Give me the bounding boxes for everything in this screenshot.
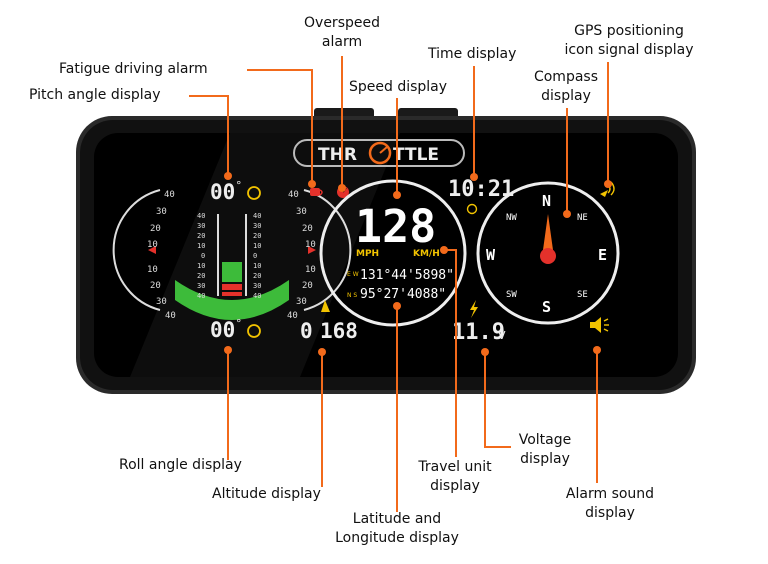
altitude-value: 168	[320, 319, 358, 343]
unit-mph: MPH	[356, 249, 379, 259]
tick-label: 20	[302, 281, 313, 291]
bar-tick: 20	[197, 232, 205, 240]
logo-gauge-icon	[368, 141, 392, 165]
compass-se: SE	[577, 290, 588, 300]
fatigue-cup-icon	[310, 188, 323, 196]
altitude-prefix: 0	[300, 319, 313, 343]
tick-label: 40	[288, 190, 299, 200]
tick-label: 20	[150, 281, 161, 291]
altitude-icon	[321, 300, 330, 312]
bar-tick: 40	[253, 292, 261, 300]
label-fatigue-alarm: Fatigue driving alarm	[59, 61, 208, 77]
bar-tick: 0	[201, 252, 205, 260]
label-time: Time display	[428, 46, 517, 62]
compass-e: E	[598, 246, 607, 264]
callout-dots	[224, 172, 612, 356]
bar-tick: 40	[253, 212, 261, 220]
bar-tick: 40	[197, 292, 205, 300]
brand-text-2: TTLE	[393, 145, 439, 165]
bar-tick: 30	[197, 282, 205, 290]
bar-tick: 10	[197, 242, 205, 250]
longitude-value: 95°27'4088"	[360, 287, 446, 302]
bar-tick: 20	[253, 232, 261, 240]
compass-center	[540, 248, 556, 264]
compass-sw: SW	[506, 290, 517, 300]
tick-label: 40	[164, 190, 175, 200]
compass-nw: NW	[506, 213, 517, 223]
bar-tick: 30	[253, 222, 261, 230]
label-compass: Compass display	[533, 69, 599, 104]
label-pitch-angle: Pitch angle display	[29, 87, 161, 103]
compass-s: S	[542, 298, 551, 316]
bar-tick: 10	[197, 262, 205, 270]
compass-n: N	[542, 192, 551, 210]
compass-ring	[476, 181, 620, 325]
roll-value: 00	[210, 318, 235, 342]
latitude-value: 131°44'5898"	[360, 268, 454, 283]
bar-tick: 30	[253, 282, 261, 290]
roll-indicator-right	[308, 246, 316, 254]
label-alarm-sound: Alarm sound display	[565, 486, 655, 521]
clock-icon	[466, 203, 478, 215]
bar-tick: 40	[197, 212, 205, 220]
callout-line-pitch	[189, 95, 229, 176]
bar-tick: 30	[197, 222, 205, 230]
pitch-bar-scale	[217, 214, 247, 296]
unit-kmh: KM/H	[413, 249, 440, 259]
alarm-sound-icon	[590, 317, 609, 333]
brand-logo	[293, 139, 465, 167]
label-overspeed-alarm: Overspeed alarm	[304, 15, 380, 50]
label-travel-unit: Travel unit display	[418, 459, 492, 494]
bar-tick: 20	[197, 272, 205, 280]
tick-label: 10	[305, 240, 316, 250]
label-lat-lon: Latitude and Longitude display	[335, 511, 459, 546]
inclinometer	[112, 189, 352, 320]
tick-label: 30	[296, 297, 307, 307]
pitch-icon	[247, 186, 261, 200]
tick-label: 40	[287, 311, 298, 321]
label-roll-angle: Roll angle display	[119, 457, 242, 473]
roll-indicator-left	[148, 246, 156, 254]
lat-dir: E W	[347, 271, 359, 278]
voltage-unit: V	[498, 329, 506, 342]
label-voltage: Voltage display	[518, 432, 572, 467]
voltage-value: 11.9	[452, 320, 505, 345]
tick-label: 40	[165, 311, 176, 321]
tick-label: 20	[302, 224, 313, 234]
compass-w: W	[486, 246, 496, 264]
tick-label: 10	[147, 240, 158, 250]
tick-label: 30	[156, 207, 167, 217]
brand-text: THR	[318, 145, 357, 165]
label-gps: GPS positioning icon signal display	[564, 23, 694, 58]
tick-label: 30	[296, 207, 307, 217]
bar-tick: 20	[253, 272, 261, 280]
callout-line-voltage	[484, 352, 511, 448]
compass-needle	[543, 214, 553, 250]
label-speed: Speed display	[349, 79, 448, 95]
degree-symbol: °	[236, 317, 242, 330]
bar-tick: 0	[253, 252, 257, 260]
callout-line-fatigue	[247, 69, 313, 184]
roll-icon	[247, 324, 261, 338]
label-altitude: Altitude display	[212, 486, 321, 502]
tick-label: 30	[156, 297, 167, 307]
lightning-icon	[470, 300, 478, 318]
speed-ring	[319, 179, 467, 327]
compass-ne: NE	[577, 213, 588, 223]
degree-symbol: °	[236, 179, 242, 192]
pitch-value: 00	[210, 180, 235, 204]
bar-tick: 10	[253, 262, 261, 270]
lon-dir: N S	[347, 292, 357, 299]
speed-value: 128	[355, 200, 436, 253]
tick-label: 10	[147, 265, 158, 275]
bar-tick: 10	[253, 242, 261, 250]
tick-label: 20	[150, 224, 161, 234]
tick-label: 10	[305, 265, 316, 275]
